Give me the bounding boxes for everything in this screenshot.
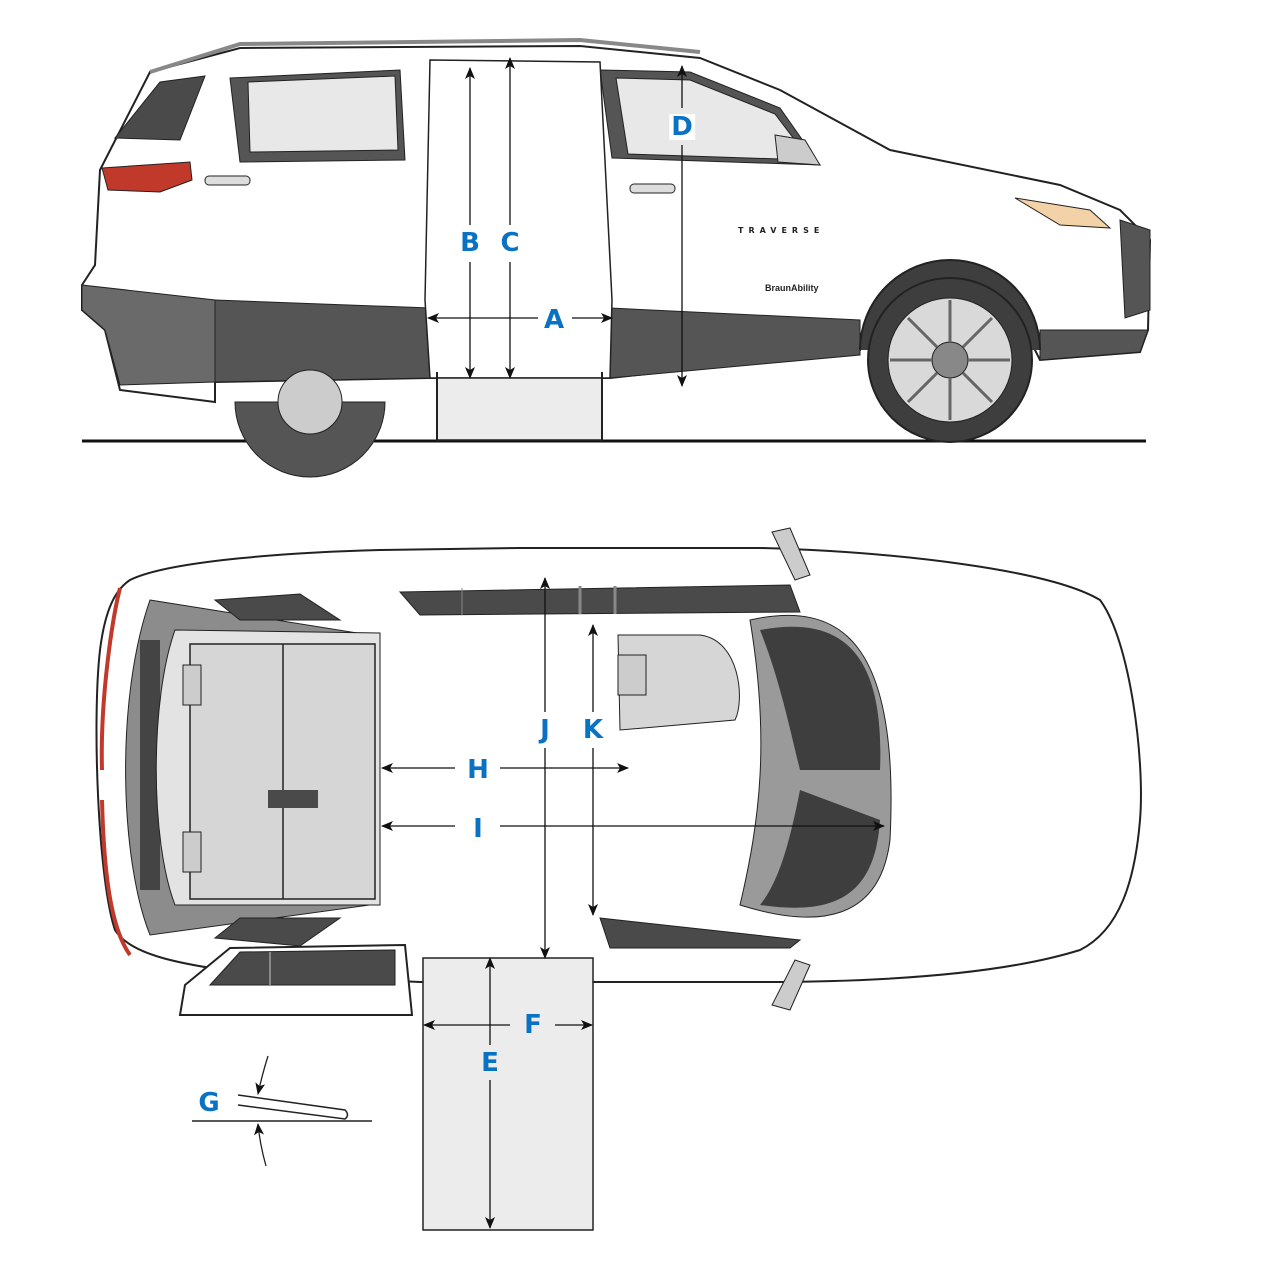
dimension-label-k: K [580, 715, 606, 745]
side-view-vehicle [81, 37, 1152, 478]
top-view-vehicle [95, 527, 1142, 1231]
dimension-label-c: C [498, 228, 522, 258]
dimension-label-a: A [541, 305, 567, 335]
dimension-label-i: I [471, 814, 485, 844]
dimension-label-g: G [196, 1088, 222, 1118]
dimension-label-b: B [458, 228, 482, 258]
side-ramp [436, 377, 603, 441]
dimension-label-f: F [524, 1010, 542, 1040]
brand-badge: BraunAbility [765, 283, 819, 293]
side-dimension-lines [427, 57, 687, 387]
ramp-angle-detail [192, 1055, 372, 1167]
dimension-label-e: E [481, 1048, 499, 1078]
top-dimension-lines [381, 577, 885, 1229]
dimension-label-h: H [465, 755, 491, 785]
top-ramp [422, 957, 594, 1231]
dimension-label-d: D [669, 112, 695, 142]
dimension-label-j: J [538, 715, 552, 745]
model-badge: TRAVERSE [738, 226, 825, 235]
